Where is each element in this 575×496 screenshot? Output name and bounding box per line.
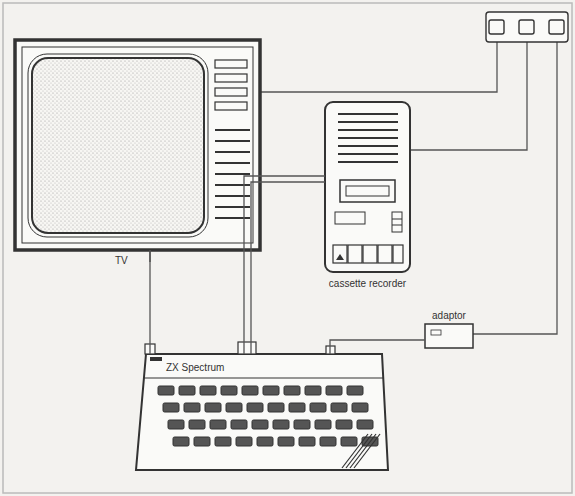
cable <box>330 340 425 354</box>
power-adaptor: adaptor <box>425 324 473 348</box>
cable <box>244 176 325 354</box>
cassette-recorder: cassette recorder <box>325 102 410 272</box>
cable <box>149 250 150 354</box>
zx-spectrum-computer: ZX Spectrum <box>146 354 382 470</box>
cable <box>251 182 325 354</box>
device-label: adaptor <box>432 310 466 321</box>
television-set: TV <box>15 40 260 250</box>
device-label: TV <box>115 255 128 266</box>
device-label: ZX Spectrum <box>166 362 224 373</box>
device-label: cassette recorder <box>319 278 416 289</box>
